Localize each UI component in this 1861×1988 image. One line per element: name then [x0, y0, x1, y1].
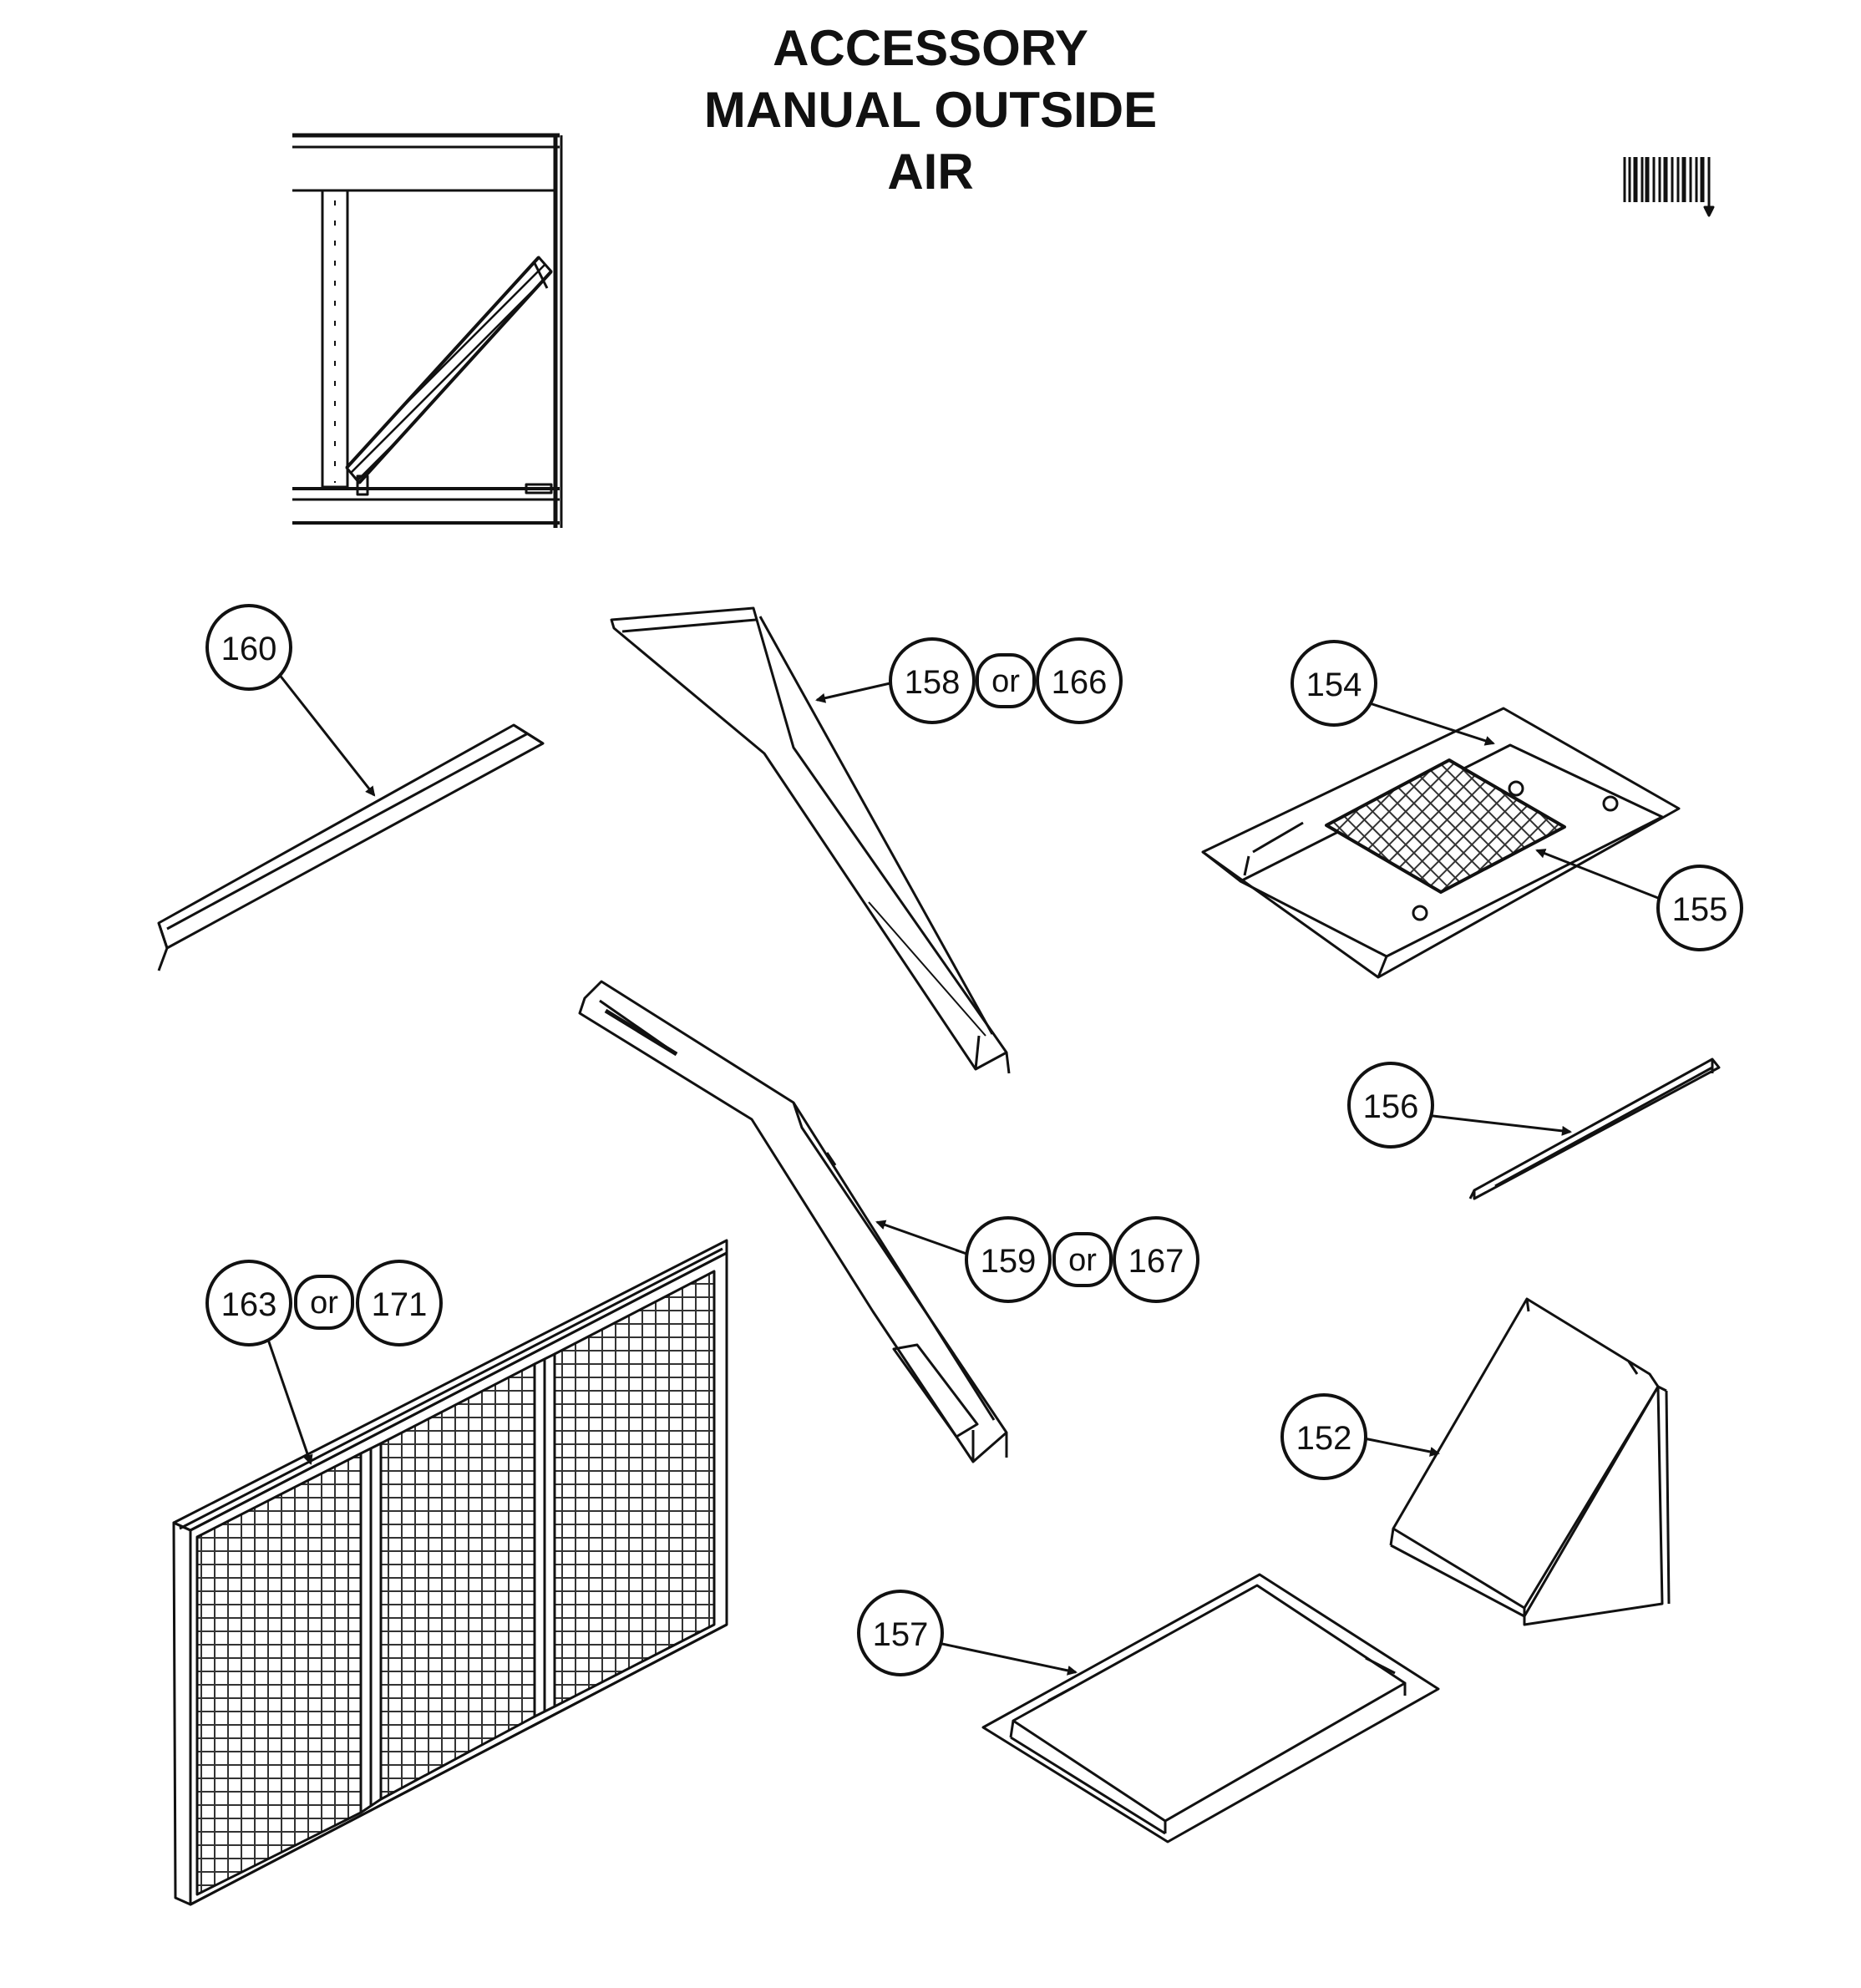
- callout-or-1: [976, 653, 1036, 708]
- leader-arrows: [264, 669, 1659, 1676]
- part-152-hood: [1389, 1297, 1671, 1626]
- part-158-rail: [610, 606, 1011, 1074]
- callout-159-label: 159: [981, 1243, 1037, 1280]
- callout-or-label-1: or: [991, 664, 1020, 699]
- callout-157-label: 157: [873, 1616, 929, 1653]
- callout-155-label: 155: [1672, 891, 1728, 928]
- callout-152-label: 152: [1296, 1420, 1352, 1457]
- part-155-mesh: [1325, 758, 1566, 894]
- part-157-cover: [981, 1573, 1440, 1843]
- title-line-1: ACCESSORY: [773, 20, 1088, 76]
- callout-or-label-3: or: [310, 1286, 338, 1321]
- part-160-bracket: [157, 723, 545, 971]
- callout-171-circle: [356, 1260, 443, 1346]
- callout-154-circle: [1291, 640, 1377, 727]
- callout-or-3: [294, 1275, 354, 1330]
- barcode-icon: [1623, 157, 1715, 217]
- callout-154-label: 154: [1306, 667, 1362, 703]
- callout-167-label: 167: [1128, 1243, 1184, 1280]
- callout-152-circle: [1280, 1393, 1367, 1480]
- callout-156-label: 156: [1363, 1088, 1419, 1125]
- callout-160-circle: [205, 604, 292, 691]
- callout-158-label: 158: [905, 664, 961, 701]
- callout-155-circle: [1656, 865, 1743, 951]
- callout-167-circle: [1113, 1216, 1199, 1303]
- callout-circles: [205, 604, 1743, 1676]
- callout-171-label: 171: [372, 1286, 428, 1323]
- callout-157-circle: [857, 1590, 944, 1676]
- callout-159-circle: [965, 1216, 1052, 1303]
- callout-158-circle: [889, 637, 976, 724]
- title-line-3: AIR: [887, 144, 974, 200]
- callout-or-label-2: or: [1068, 1243, 1097, 1278]
- unit-section-inset: [292, 133, 563, 528]
- part-159-rail: [578, 980, 1008, 1463]
- part-156-strip: [1468, 1057, 1721, 1200]
- callout-163-label: 163: [221, 1286, 277, 1323]
- callout-166-circle: [1036, 637, 1123, 724]
- title-line-2: MANUAL OUTSIDE: [703, 82, 1158, 138]
- part-154-plate: [1201, 707, 1681, 979]
- callout-166-label: 166: [1052, 664, 1108, 701]
- part-163-filter-frame: [172, 1239, 728, 1906]
- callout-160-label: 160: [221, 631, 277, 667]
- callout-163-circle: [205, 1260, 292, 1346]
- callout-156-circle: [1347, 1062, 1434, 1149]
- callout-or-2: [1052, 1232, 1113, 1287]
